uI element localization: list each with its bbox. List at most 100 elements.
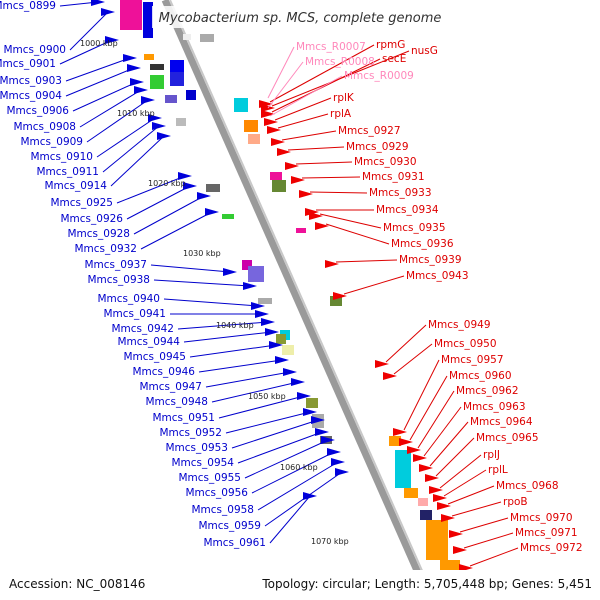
gene-arrows (91, 0, 473, 572)
gene-label-right: Mmcs_0963 (463, 401, 526, 413)
kbp-label: 1010 kbp (117, 109, 155, 118)
leader-line (287, 146, 345, 151)
reverse-gene-arrow (449, 530, 463, 538)
leader-line (116, 175, 186, 204)
leader-line (198, 359, 283, 373)
leader-line (271, 58, 381, 113)
feature-block (200, 34, 214, 42)
reverse-gene-arrow (333, 292, 347, 300)
gene-label-left: Mmcs_0938 (87, 274, 150, 286)
gene-label-left: Mmcs_0958 (191, 504, 254, 516)
leader-line (301, 176, 361, 179)
gene-label-left: Mmcs_0910 (30, 151, 93, 163)
gene-label-left: Mmcs_0951 (152, 412, 215, 424)
feature-block (276, 334, 286, 344)
gene-label-left: Mmcs_0947 (139, 381, 202, 393)
feature-block (183, 34, 191, 40)
leader-line (79, 89, 142, 128)
leader-line (277, 113, 329, 129)
gene-label-right: rplL (488, 464, 508, 476)
feature-block (165, 95, 177, 103)
reverse-gene-arrow (271, 138, 285, 146)
feature-block (244, 120, 258, 132)
feature-block (418, 498, 428, 506)
gene-label-right: Mmcs_0943 (406, 270, 469, 282)
leader-line (126, 185, 191, 220)
gene-label-right: Mmcs_0957 (441, 354, 504, 366)
gene-label-left: Mmcs_0911 (36, 166, 99, 178)
gene-label-right: Mmcs_0971 (515, 527, 578, 539)
gene-label-left: Mmcs_0914 (44, 180, 107, 192)
gene-label-left: Mmcs_0932 (74, 243, 137, 255)
leader-line (267, 46, 295, 99)
feature-block (282, 345, 294, 355)
reverse-gene-arrow (419, 464, 433, 472)
footer-backdrop (0, 570, 600, 600)
feature-block (420, 510, 432, 520)
leader-line (65, 67, 135, 97)
gene-label-left: Mmcs_0946 (132, 366, 195, 378)
feature-block (248, 134, 260, 144)
reverse-gene-arrow (393, 428, 407, 436)
leader-line (140, 211, 213, 250)
leader-line (163, 298, 259, 307)
gene-label-left: Mmcs_0945 (123, 351, 186, 363)
reverse-gene-arrow (441, 514, 455, 522)
reverse-gene-arrow (267, 126, 281, 134)
gene-label-left: Mmcs_0937 (84, 259, 147, 271)
leader-line (309, 191, 368, 194)
leader-line (264, 471, 343, 527)
gene-label-right: rplJ (483, 449, 500, 461)
kbp-label: 1030 kbp (183, 249, 221, 258)
gene-label-right: Mmcs_0965 (476, 432, 539, 444)
reverse-gene-arrow (277, 148, 291, 156)
reverse-gene-arrow (429, 486, 443, 494)
feature-block (248, 266, 264, 282)
gene-label-left: Mmcs_0953 (165, 442, 228, 454)
leader-line (269, 495, 311, 544)
leader-line (274, 97, 332, 121)
feature-block (306, 398, 318, 408)
gene-label-left: Mmcs_0942 (111, 323, 174, 335)
leader-line (435, 437, 475, 477)
reverse-gene-arrow (299, 190, 313, 198)
forward-gene-arrow (91, 0, 105, 6)
feature-block (170, 72, 184, 86)
reverse-gene-arrow (375, 360, 389, 368)
leader-line (451, 501, 502, 517)
leader-line (295, 161, 353, 165)
gene-label-left: Mmcs_0955 (178, 472, 241, 484)
gene-label-left: Mmcs_0901 (0, 58, 56, 70)
gene-label-right: secE (382, 53, 406, 65)
feature-block (395, 450, 411, 488)
feature-block (272, 180, 286, 192)
feature-block (150, 75, 164, 89)
gene-label-right: rplA (330, 108, 352, 120)
feature-block (330, 296, 342, 306)
leader-line (459, 517, 509, 533)
gene-label-left: Mmcs_0940 (97, 293, 160, 305)
leader-line (269, 75, 343, 117)
gene-label-left: Mmcs_0948 (145, 396, 208, 408)
title-backdrop (152, 6, 452, 28)
leader-line (96, 117, 156, 158)
genome-backbone (161, 0, 436, 600)
reverse-gene-arrow (413, 454, 427, 462)
gene-label-left: Mmcs_0961 (203, 537, 266, 549)
leader-line (177, 321, 269, 330)
reverse-gene-arrow (399, 438, 413, 446)
leader-line (335, 259, 398, 263)
leader-line (218, 395, 305, 419)
left-labels: Mmcs_0899Mmcs_0900Mmcs_0901Mmcs_0903Mmcs… (0, 0, 266, 549)
feature-block (170, 60, 184, 74)
leader-line (463, 532, 514, 549)
gene-label-right: Mmcs_R0009 (344, 70, 414, 82)
gene-label-left: Mmcs_0952 (159, 427, 222, 439)
gene-label-left: Mmcs_0926 (60, 213, 123, 225)
leader-line (65, 57, 131, 82)
leader-line (393, 343, 433, 375)
gene-label-left: Mmcs_0941 (103, 308, 166, 320)
kbp-label: 1050 kbp (248, 392, 286, 401)
leader-line (237, 431, 323, 464)
